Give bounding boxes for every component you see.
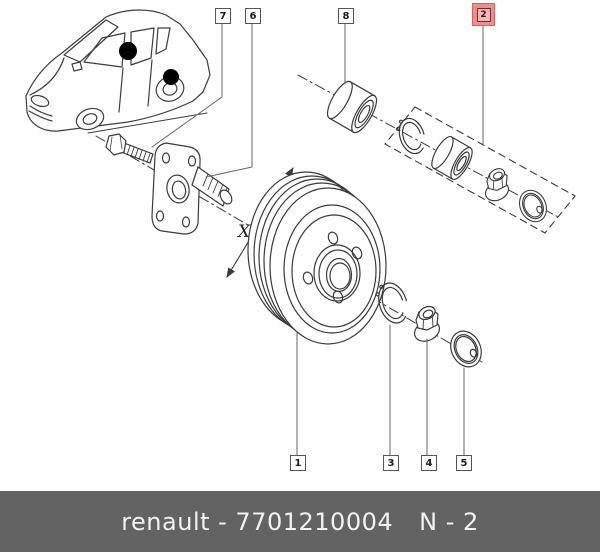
location-marker-dot-wheel <box>163 69 179 85</box>
page-code-text: N - 2 <box>419 507 479 536</box>
callout-1[interactable]: 1 <box>290 455 306 471</box>
leader-6 <box>205 22 253 178</box>
footer-bar: renault - 7701210004 N - 2 <box>0 491 600 552</box>
callout-7[interactable]: 7 <box>215 8 231 24</box>
leader-lines <box>151 22 484 456</box>
hub-bolt-part[interactable] <box>105 133 154 164</box>
wheel-bearing-part[interactable] <box>323 78 381 136</box>
car-illustration <box>25 9 211 134</box>
callout-5[interactable]: 5 <box>456 455 472 471</box>
car-grille <box>28 105 53 122</box>
callout-8[interactable]: 8 <box>338 8 354 24</box>
car-ground-line <box>87 112 208 134</box>
exploded-parts-diagram: X <box>25 9 576 456</box>
leader-7 <box>151 22 223 148</box>
car-body-outline <box>25 9 211 132</box>
kit-bearing-part[interactable] <box>428 134 476 183</box>
dimension-marker-label: X <box>236 222 251 242</box>
callout-2-highlighted[interactable]: 2 <box>472 3 495 26</box>
kit-nut-part[interactable] <box>481 165 513 205</box>
location-marker-dot-door <box>119 42 137 60</box>
bearing-kit-box <box>384 106 576 234</box>
car-mirror <box>71 61 83 72</box>
car-rear-wheel <box>155 76 185 102</box>
hub-nut-part[interactable] <box>411 304 443 345</box>
callout-4[interactable]: 4 <box>421 455 437 471</box>
callout-2-label: 2 <box>476 7 491 22</box>
part-reference-text: renault - 7701210004 <box>121 507 394 536</box>
car-headlight <box>30 94 50 108</box>
car-door-line-rear <box>147 59 153 107</box>
stub-axle-hub-part[interactable] <box>151 142 234 235</box>
callout-3[interactable]: 3 <box>383 455 399 471</box>
callout-6[interactable]: 6 <box>245 8 261 24</box>
car-quarter-window <box>155 27 171 55</box>
snap-ring-part[interactable] <box>374 279 412 326</box>
brake-drum-part[interactable] <box>247 171 387 345</box>
car-front-wheel <box>75 107 105 131</box>
car-hood-line <box>29 57 65 96</box>
kit-cap-part[interactable] <box>514 185 552 227</box>
kit-snap-ring-part[interactable] <box>394 115 429 157</box>
dust-cap-part[interactable] <box>445 326 487 372</box>
car-windshield <box>63 19 119 63</box>
car-side-window-front <box>83 32 126 68</box>
car-door-line-front <box>118 67 124 113</box>
